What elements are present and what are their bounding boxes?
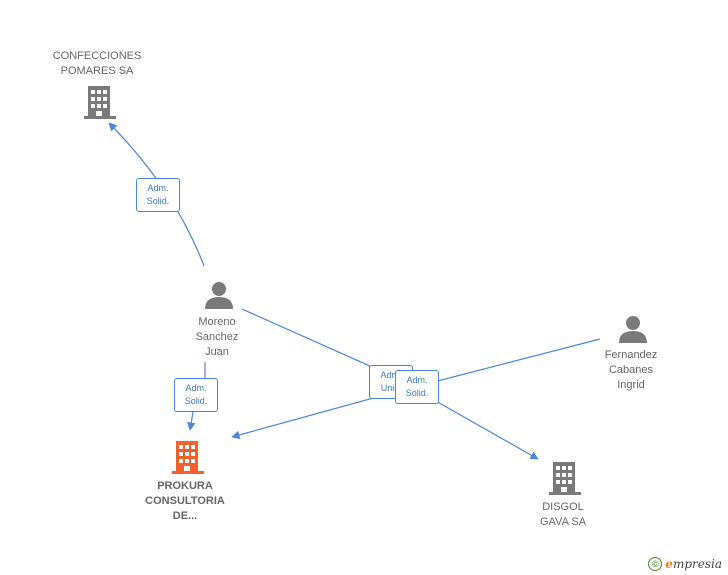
person-icon[interactable] [618, 314, 648, 344]
edge-label-line: Adm. [185, 383, 207, 393]
node-label-line: Cabanes [608, 364, 654, 376]
edge-label-line: Adm. [406, 375, 428, 385]
edge-moreno-prokura[interactable] [190, 362, 206, 430]
node-label-line: DISGOL [542, 501, 584, 513]
node-label-moreno: Moreno Sanchez Juan [167, 315, 267, 360]
copyright-icon: © [648, 557, 663, 571]
edge-label-line: Adm. [380, 370, 402, 380]
building-icon[interactable] [549, 460, 581, 496]
edge-label-fernandez-prokura[interactable]: Adm. Solid. [395, 370, 439, 404]
node-label-line: Fernandez [604, 349, 658, 361]
node-label-line: Juan [205, 346, 229, 358]
node-label-line: DE... [172, 510, 198, 522]
node-label-prokura: PROKURA CONSULTORIA DE... [130, 479, 240, 524]
edge-label-moreno-confecciones[interactable]: Adm. Solid. [136, 178, 180, 212]
brand-initial: e [665, 557, 673, 571]
building-icon[interactable] [172, 439, 204, 475]
building-icon[interactable] [84, 84, 116, 120]
edge-label-line: Solid. [184, 396, 208, 406]
node-label-line: Sanchez [195, 331, 239, 343]
edge-label-line: Unic. [380, 383, 402, 393]
brand-rest: mpresia [672, 557, 722, 571]
node-label-line: POMARES SA [60, 65, 134, 77]
node-label-fernandez: Fernandez Cabanes Ingrid [581, 348, 681, 393]
node-label-line: Ingrid [617, 379, 645, 391]
brand-logo: empresia [665, 557, 722, 571]
node-label-disgol: DISGOL GAVA SA [513, 500, 613, 530]
empresia-watermark: © empresia [648, 557, 722, 571]
node-label-line: PROKURA [157, 480, 213, 492]
node-label-line: Moreno [198, 316, 236, 328]
node-label-line: CONSULTORIA [145, 495, 225, 507]
edge-label-line: Adm. [147, 183, 169, 193]
edge-label-line: Solid. [146, 196, 170, 206]
node-label-line: CONFECCIONES [52, 50, 142, 62]
edge-label-moreno-prokura[interactable]: Adm. Solid. [174, 378, 218, 412]
node-label-confecciones: CONFECCIONES POMARES SA [42, 49, 152, 79]
edge-label-line: Solid. [405, 388, 429, 398]
node-label-line: GAVA SA [539, 516, 587, 528]
person-icon[interactable] [204, 280, 234, 310]
